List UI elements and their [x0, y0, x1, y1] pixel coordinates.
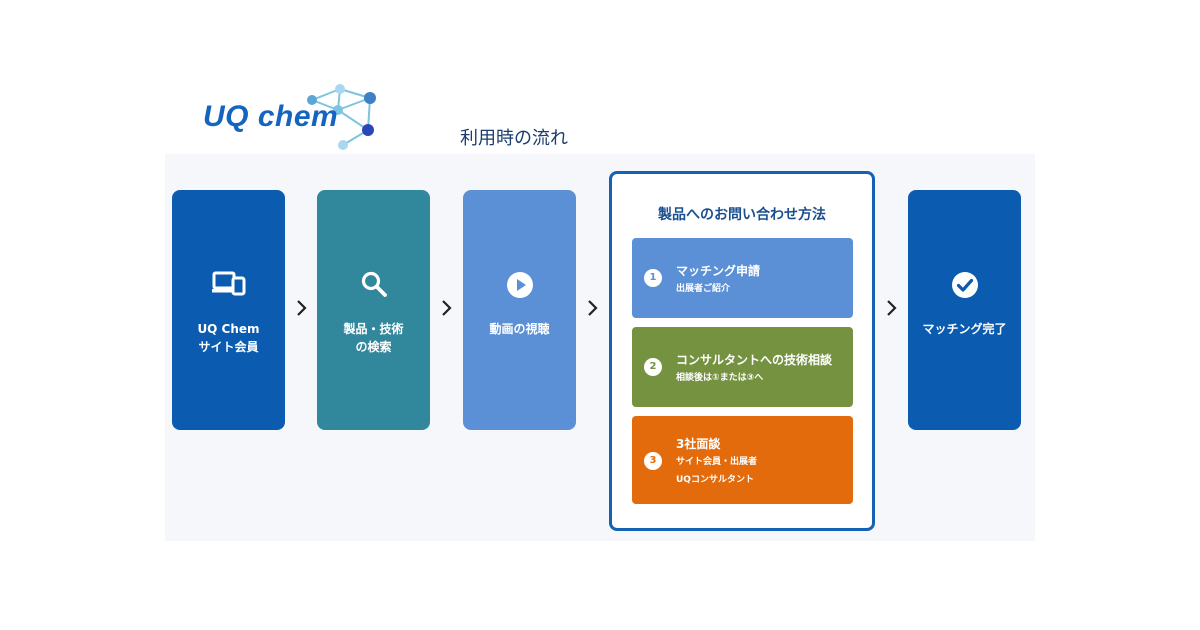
- step-matching-complete: マッチング完了: [908, 190, 1021, 430]
- page-subtitle: 利用時の流れ: [460, 128, 568, 149]
- step-label: 動画の視聴: [489, 322, 550, 336]
- check-circle-icon: [908, 270, 1021, 300]
- step-site-member: UQ Chem サイト会員: [172, 190, 285, 430]
- step-watch-video: 動画の視聴: [463, 190, 576, 430]
- option-title: コンサルタントへの技術相談: [676, 353, 833, 367]
- option-title: 3社面談: [676, 437, 721, 451]
- devices-icon: [172, 270, 285, 300]
- option-number-badge: 1: [644, 269, 662, 287]
- chevron-right-icon: [297, 300, 307, 316]
- option-subtitle: 相談後は①または③へ: [676, 373, 764, 383]
- step-label: マッチング完了: [922, 322, 1007, 336]
- option-three-party-meeting: 3 3社面談 サイト会員・出展者 UQコンサルタント: [632, 416, 853, 504]
- option-subtitle: 出展者ご紹介: [676, 284, 731, 294]
- step-label: 製品・技術 の検索: [343, 322, 404, 354]
- chevron-right-icon: [887, 300, 897, 316]
- inquiry-methods-box: 製品へのお問い合わせ方法 1 マッチング申請 出展者ご紹介 2 コンサルタントへ…: [609, 171, 875, 531]
- play-icon: [463, 270, 576, 300]
- chevron-right-icon: [442, 300, 452, 316]
- uq-chem-logo: UQ chem: [200, 82, 385, 154]
- option-matching-request: 1 マッチング申請 出展者ご紹介: [632, 238, 853, 318]
- step-label: UQ Chem サイト会員: [197, 322, 260, 354]
- option-consultant: 2 コンサルタントへの技術相談 相談後は①または③へ: [632, 327, 853, 407]
- step-search: 製品・技術 の検索: [317, 190, 430, 430]
- molecule-logo-icon: [307, 84, 376, 150]
- inquiry-title: 製品へのお問い合わせ方法: [658, 207, 826, 223]
- search-icon: [317, 270, 430, 300]
- option-title: マッチング申請: [676, 264, 761, 278]
- option-number-badge: 2: [644, 358, 662, 376]
- logo-text: UQ chem: [203, 100, 339, 133]
- option-number-badge: 3: [644, 452, 662, 470]
- flow-panel: [165, 154, 1035, 541]
- chevron-right-icon: [588, 300, 598, 316]
- option-subtitle: サイト会員・出展者 UQコンサルタント: [676, 457, 758, 485]
